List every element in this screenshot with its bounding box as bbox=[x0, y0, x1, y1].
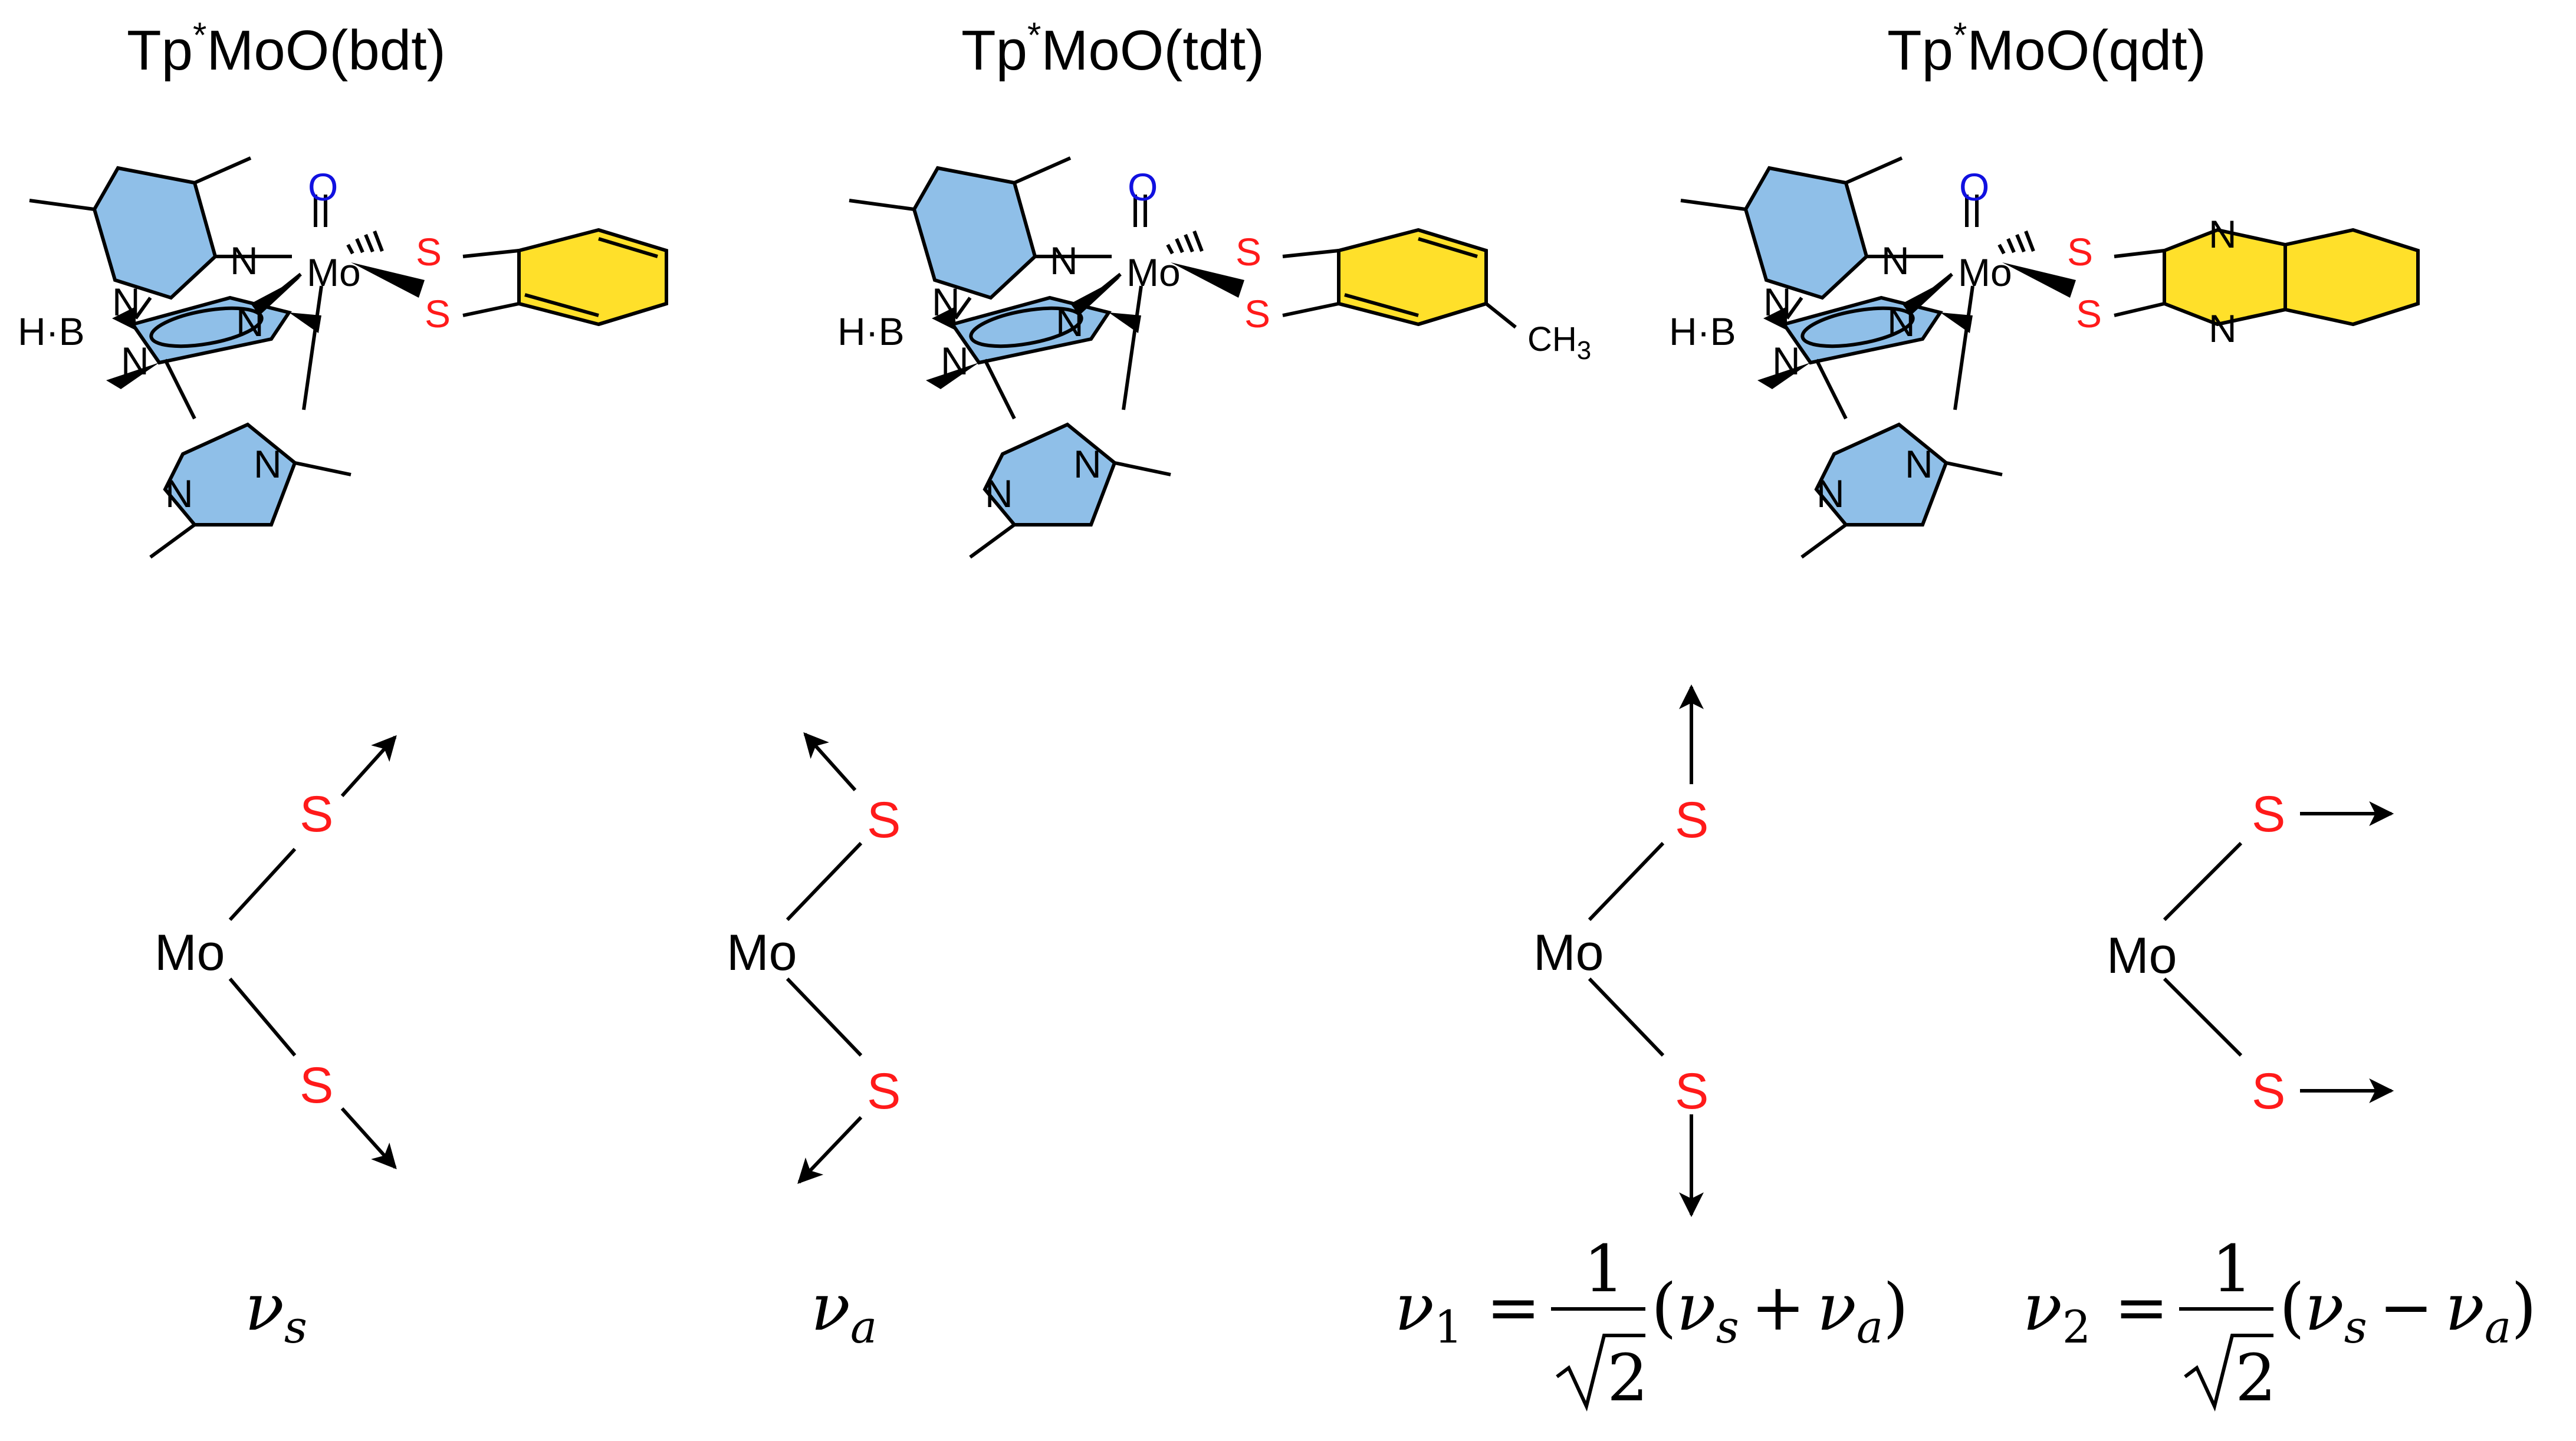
complex-title-tdt: Tp*MoO(tdt) bbox=[961, 15, 1264, 82]
mode-nu1: Mo S S bbox=[1533, 684, 1708, 1218]
svg-text:Mo: Mo bbox=[727, 925, 797, 981]
svg-text:H·B: H·B bbox=[1669, 310, 1736, 353]
svg-text:Mo: Mo bbox=[1126, 251, 1181, 294]
svg-text:S: S bbox=[1244, 292, 1270, 335]
svg-text:Tp*MoO(qdt): Tp*MoO(qdt) bbox=[1887, 15, 2206, 82]
svg-text:ν2: ν2 bbox=[2023, 1269, 2091, 1353]
svg-text:S: S bbox=[2252, 786, 2285, 843]
mode-antisymmetric: Mo S S νa bbox=[727, 732, 901, 1353]
svg-text:Tp*MoO(tdt): Tp*MoO(tdt) bbox=[961, 15, 1264, 82]
svg-text:S: S bbox=[1236, 230, 1261, 274]
svg-text:2: 2 bbox=[2235, 1340, 2276, 1416]
svg-text:N: N bbox=[1772, 339, 1800, 383]
svg-text:N: N bbox=[2209, 212, 2237, 256]
svg-text:=: = bbox=[2114, 1269, 2168, 1345]
svg-text:S: S bbox=[1675, 792, 1708, 848]
svg-text:S: S bbox=[300, 1057, 333, 1114]
svg-text:H·B: H·B bbox=[837, 310, 905, 353]
svg-text:S: S bbox=[425, 292, 451, 335]
svg-text:ν1: ν1 bbox=[1395, 1269, 1463, 1353]
svg-text:S: S bbox=[1675, 1063, 1708, 1120]
equation-nu2: ν2 = 1 2 (νs−νa) bbox=[2023, 1231, 2536, 1416]
svg-text:Tp*MoO(bdt): Tp*MoO(bdt) bbox=[127, 15, 446, 82]
svg-text:N: N bbox=[236, 301, 264, 344]
mode-label-antisymmetric: νa bbox=[811, 1269, 877, 1353]
svg-text:O: O bbox=[1959, 165, 1989, 209]
svg-text:Mo: Mo bbox=[155, 925, 225, 981]
svg-text:=: = bbox=[1486, 1269, 1540, 1345]
svg-text:(νs+νa): (νs+νa) bbox=[1651, 1269, 1908, 1353]
svg-text:N: N bbox=[254, 442, 282, 486]
svg-text:2: 2 bbox=[1607, 1340, 1648, 1416]
svg-text:N: N bbox=[1816, 472, 1845, 515]
svg-text:(νs−νa): (νs−νa) bbox=[2279, 1269, 2536, 1353]
svg-text:N: N bbox=[2209, 307, 2237, 350]
svg-text:S: S bbox=[2076, 292, 2102, 335]
svg-text:Mo: Mo bbox=[2107, 927, 2177, 984]
svg-text:O: O bbox=[308, 165, 338, 209]
svg-text:1: 1 bbox=[2212, 1231, 2253, 1307]
svg-text:S: S bbox=[300, 786, 333, 843]
svg-text:S: S bbox=[867, 1063, 901, 1120]
svg-text:S: S bbox=[2252, 1063, 2285, 1120]
svg-text:N: N bbox=[1887, 301, 1915, 344]
svg-text:S: S bbox=[2067, 230, 2093, 274]
svg-text:Mo: Mo bbox=[1533, 925, 1604, 981]
svg-text:N: N bbox=[1050, 239, 1078, 282]
molecule-tdt: CH3 N N N N N N H·B Mo O S S bbox=[837, 158, 1591, 557]
svg-text:N: N bbox=[932, 280, 960, 324]
mode-nu2: Mo S S bbox=[2107, 786, 2394, 1120]
svg-text:O: O bbox=[1128, 165, 1158, 209]
svg-text:S: S bbox=[416, 230, 442, 274]
molecule-bdt: N N N N N N H·B Mo O S S bbox=[18, 158, 668, 557]
mode-symmetric: Mo S S νs bbox=[155, 735, 397, 1353]
molecule-qdt: N N N N N N N N H·B Mo O S S bbox=[1669, 158, 2420, 557]
svg-text:N: N bbox=[1905, 442, 1933, 486]
svg-text:N: N bbox=[121, 339, 149, 383]
svg-text:Mo: Mo bbox=[307, 251, 361, 294]
svg-text:N: N bbox=[112, 280, 140, 324]
complex-title-bdt: Tp*MoO(bdt) bbox=[127, 15, 446, 82]
svg-text:N: N bbox=[230, 239, 258, 282]
svg-text:N: N bbox=[165, 472, 193, 515]
mode-label-symmetric: νs bbox=[245, 1269, 307, 1353]
svg-text:H·B: H·B bbox=[18, 310, 85, 353]
svg-text:CH3: CH3 bbox=[1527, 320, 1591, 365]
svg-text:N: N bbox=[1763, 280, 1792, 324]
svg-text:N: N bbox=[1881, 239, 1910, 282]
svg-text:N: N bbox=[941, 339, 969, 383]
svg-text:Mo: Mo bbox=[1958, 251, 2012, 294]
svg-text:N: N bbox=[1073, 442, 1102, 486]
svg-text:N: N bbox=[985, 472, 1013, 515]
equation-nu1: ν1 = 1 2 (νs+νa) bbox=[1395, 1231, 1908, 1416]
complex-title-qdt: Tp*MoO(qdt) bbox=[1887, 15, 2206, 82]
svg-text:1: 1 bbox=[1583, 1231, 1625, 1307]
svg-text:S: S bbox=[867, 792, 901, 848]
svg-text:N: N bbox=[1056, 301, 1084, 344]
